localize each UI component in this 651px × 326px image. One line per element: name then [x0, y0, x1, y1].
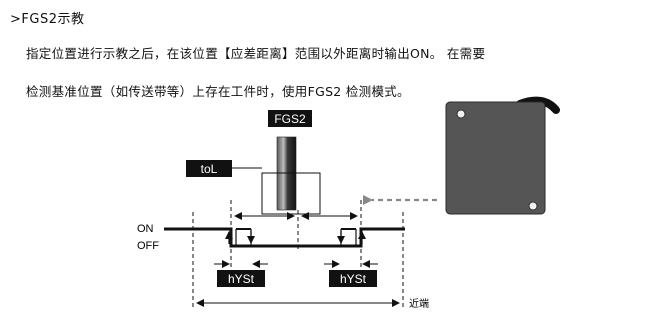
sensor-body	[445, 96, 560, 215]
tol-label-box: toL	[186, 160, 262, 177]
output-signal-line	[164, 227, 405, 248]
hyst-right-label: hYSt	[340, 272, 367, 286]
description-line-1: 指定位置进行示教之后，在该位置【应差距离】范围以外距离时输出ON。 在需要	[26, 46, 486, 61]
tol-label: toL	[201, 162, 218, 176]
fgs2-label-box: FGS2	[268, 110, 312, 127]
dashed-guides	[192, 200, 404, 310]
description-line-2: 检测基准位置（如传送带等）上存在工件时，使用FGS2 检测模式。	[26, 84, 410, 99]
hyst-left-box: hYSt	[217, 270, 265, 287]
off-label: OFF	[137, 240, 159, 252]
mount-hole-icon	[528, 201, 538, 211]
hysteresis-step-lines	[235, 229, 357, 246]
fgs2-label: FGS2	[274, 112, 306, 126]
mount-hole-icon	[456, 109, 466, 119]
near-end-label: 近端	[409, 297, 429, 310]
on-label: ON	[137, 223, 154, 235]
hyst-left-label: hYSt	[228, 272, 255, 286]
hyst-right-box: hYSt	[329, 270, 377, 287]
section-heading: >FGS2示教	[10, 12, 85, 27]
